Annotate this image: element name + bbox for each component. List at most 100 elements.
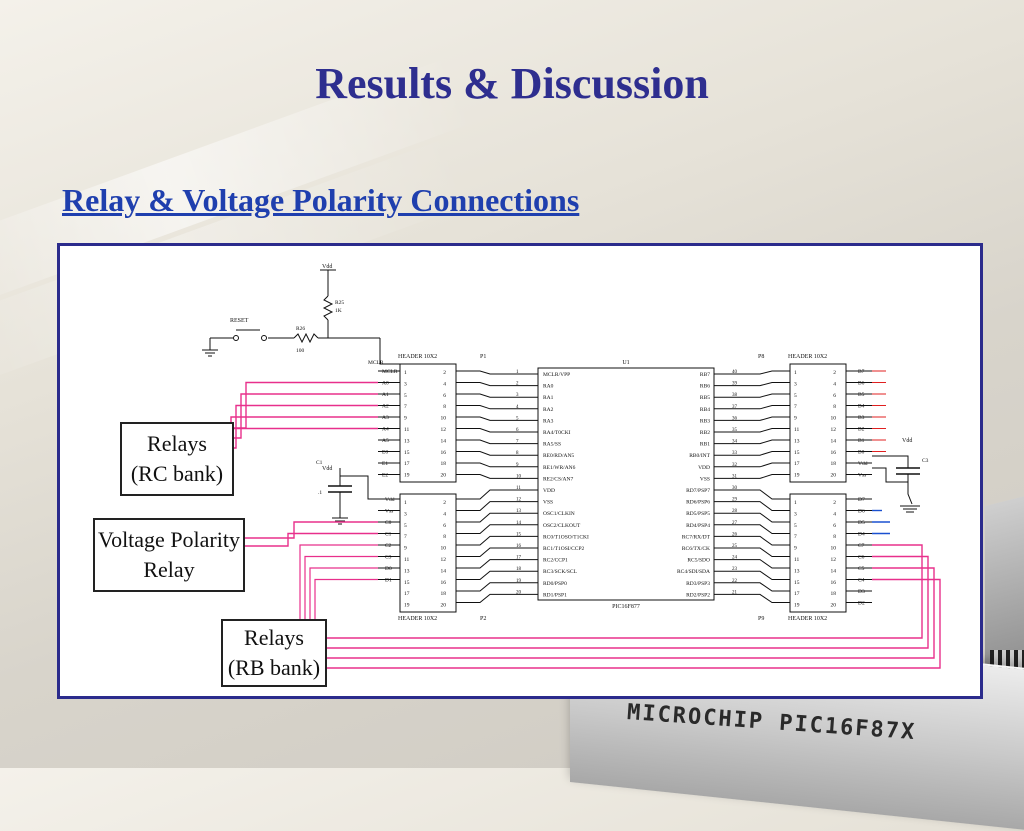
net-label: A0 [382, 381, 389, 387]
chip-pin-number: 2 [516, 382, 519, 387]
header-connector [399, 493, 457, 613]
net-label: C6 [858, 555, 865, 561]
chip-pin-name: MCLR/VPP [543, 372, 570, 378]
net-label: C5 [858, 566, 865, 572]
header-pin-number: 20 [441, 473, 447, 479]
header-pin-number: 8 [833, 534, 836, 540]
chip-pin-number: 35 [732, 428, 738, 433]
chip-pin-number: 24 [732, 556, 738, 561]
chip-pin-name: RA3 [543, 418, 554, 424]
header-label: HEADER 10X2 [788, 354, 827, 360]
chip-pin-name: RD7/PSP7 [686, 488, 710, 494]
cap-value: .1 [318, 490, 322, 496]
chip-pin-number: 19 [516, 579, 522, 584]
chip-pin-number: 1 [516, 370, 519, 375]
bus-wire [456, 570, 510, 580]
header-pin-number: 17 [794, 591, 800, 597]
chip-pin-number: 12 [516, 498, 522, 503]
wire [872, 455, 909, 468]
chip-pin-number: 33 [732, 451, 738, 456]
chip-pin-number: 20 [516, 590, 522, 595]
bus-wire [456, 535, 510, 546]
header-pin-number: 11 [404, 427, 410, 433]
header-pin-number: 1 [404, 500, 407, 506]
header-pin-number: 3 [794, 381, 797, 387]
block-label: Relays [147, 431, 207, 456]
wire [872, 467, 908, 483]
bus-wire [744, 570, 790, 580]
chip-pin-number: 9 [516, 463, 519, 468]
header-pin-number: 8 [443, 404, 446, 410]
net-label: Vss [858, 473, 866, 479]
slide-subtitle: Relay & Voltage Polarity Connections [62, 182, 580, 218]
header-pin-number: 10 [831, 546, 837, 552]
bus-wire [456, 501, 510, 511]
chip-pin-number: 37 [732, 405, 738, 410]
net-label: A2 [382, 404, 389, 410]
bus-wire [456, 547, 510, 557]
wire [379, 338, 400, 365]
net-label: E1 [382, 461, 388, 467]
chip-name-label: PIC16F877 [612, 604, 640, 610]
header-pin-number: 20 [831, 473, 837, 479]
chip-pin-name: RB2 [700, 430, 710, 436]
chip-pin-number: 27 [732, 521, 738, 526]
net-label: A1 [382, 392, 389, 398]
chip-pin-name: RD1/PSP1 [543, 592, 567, 598]
header-pin-number: 6 [443, 523, 446, 529]
chip-pin-name: RB7 [700, 372, 710, 378]
header-ref-label: P2 [480, 616, 486, 622]
relay-wire-rb [304, 555, 378, 632]
bus-wire [744, 370, 790, 375]
header-pin-number: 6 [833, 523, 836, 529]
slide-title: Results & Discussion [315, 59, 709, 108]
header-pin-number: 10 [831, 416, 837, 422]
chip-pin-number: 26 [732, 532, 738, 537]
header-pin-number: 16 [831, 450, 837, 456]
bus-wire [456, 370, 510, 375]
chip-pin-name: RD6/PSP6 [686, 500, 710, 506]
header-pin-number: 19 [794, 473, 800, 479]
net-label: B6 [858, 381, 865, 387]
chip-pin-name: RC4/SDI/SDA [677, 569, 710, 575]
bus-wire [744, 582, 790, 592]
header-pin-number: 6 [443, 393, 446, 399]
chip-pin-name: RB6 [700, 384, 710, 390]
wire [907, 474, 913, 505]
chip-pin-number: 38 [732, 393, 738, 398]
header-pin-number: 15 [404, 450, 410, 456]
relay-wire-rb [327, 567, 935, 659]
header-pin-number: 9 [794, 546, 797, 552]
bus-wire [456, 405, 510, 410]
bus-wire [744, 382, 790, 387]
header-pin-number: 5 [794, 523, 797, 529]
header-pin-number: 12 [441, 427, 447, 433]
resistor-value: 100 [296, 348, 305, 354]
chip-pin-name: RA2 [543, 407, 554, 413]
header-pin-number: 20 [441, 603, 447, 609]
bus-wire [456, 382, 510, 387]
header-pin-number: 19 [794, 603, 800, 609]
chip-pin-name: RA4/T0CKI [543, 430, 571, 436]
chip-pin-name: RA0 [543, 384, 554, 390]
relay-wire-rc [230, 416, 378, 459]
header-pin-number: 20 [831, 603, 837, 609]
net-label: MCLR [368, 360, 384, 366]
bus-wire [456, 524, 510, 534]
header-pin-number: 13 [794, 568, 800, 574]
bus-wire [744, 524, 790, 534]
relay-wire-rb [327, 555, 929, 649]
bus-wire [456, 428, 510, 433]
header-pin-number: 14 [831, 438, 837, 444]
circuit-board-photo [985, 494, 1024, 676]
chip-pin-number: 18 [516, 567, 522, 572]
chip-pin-name: VDD [698, 465, 710, 471]
bus-wire [744, 489, 790, 500]
chip-pin-number: 6 [516, 428, 519, 433]
bus-wire [744, 428, 790, 433]
schematic-diagram: U1PIC16F877MCLR/VPP1RA02RA13RA24RA35RA4/… [202, 264, 941, 669]
bus-wire [456, 416, 510, 421]
header-pin-number: 3 [404, 381, 407, 387]
resistor-label: R26 [296, 326, 305, 332]
